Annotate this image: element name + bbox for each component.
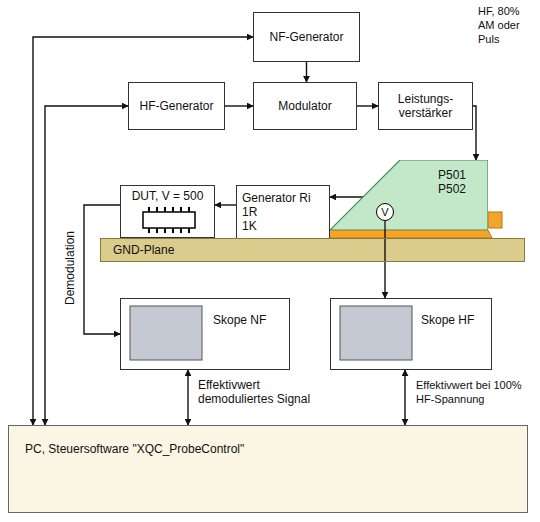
connector-arrow xyxy=(84,205,120,334)
connector-arrow xyxy=(330,196,363,197)
pc-box: PC, Steuersoftware "XQC_ProbeControl" xyxy=(8,425,528,513)
box-text: Modulator xyxy=(278,99,331,113)
connector-arrow xyxy=(384,230,385,298)
pin-stroke xyxy=(164,207,166,212)
ground-plane: GND-Plane xyxy=(100,238,525,262)
connector-arrow xyxy=(306,62,307,82)
box-text: Generator Ri xyxy=(242,191,311,205)
amplifier-box: Leistungs- verstärker xyxy=(378,82,473,130)
pin-stroke xyxy=(188,228,190,233)
ground-plane-fill xyxy=(100,238,525,262)
connector-arrow xyxy=(187,370,188,425)
probe-connector xyxy=(488,212,502,228)
connector-arrow xyxy=(225,105,253,106)
box-text: GND-Plane xyxy=(113,243,174,257)
pin-stroke xyxy=(172,207,174,212)
probe-shape: P501 P502 xyxy=(330,160,488,230)
connector-arrow xyxy=(215,204,236,205)
generator-box: NF-Generator xyxy=(253,12,360,62)
probe-body xyxy=(330,160,488,230)
box-text: DUT, V = 500 xyxy=(132,189,204,203)
pin-stroke xyxy=(180,207,182,212)
box-text: 1R 1K xyxy=(242,205,264,233)
meter-lead xyxy=(384,221,385,230)
box-text: HF-Generator xyxy=(139,99,213,113)
probe-base-strip xyxy=(322,230,492,238)
box-text: Skope NF xyxy=(213,313,266,327)
pin-stroke xyxy=(148,228,150,233)
modulator-box: Modulator xyxy=(253,82,357,130)
connector-arrow xyxy=(357,105,378,106)
connector-arrow xyxy=(404,370,405,425)
box-text: Leistungs- verstärker xyxy=(391,92,461,120)
scope-screen xyxy=(130,306,202,360)
pin-stroke xyxy=(164,228,166,233)
generator-resistance-box: Generator Ri1R 1K xyxy=(236,185,330,239)
box-text: P501 P502 xyxy=(438,168,474,196)
edge-label: Effektivwert bei 100% HF-Spannung xyxy=(416,378,536,406)
scope-screen xyxy=(340,306,412,360)
scope-box: Skope NF xyxy=(120,298,290,370)
pin-stroke xyxy=(180,228,182,233)
pin-stroke xyxy=(172,228,174,233)
generator-box: HF-Generator xyxy=(128,82,225,130)
edge-label: Effektivwert demoduliertes Signal xyxy=(198,378,326,406)
chip-body xyxy=(143,212,195,228)
box-text: Skope HF xyxy=(421,313,474,327)
connector-arrow xyxy=(473,106,476,160)
pin-stroke xyxy=(148,207,150,212)
pin-stroke xyxy=(156,207,158,212)
scope-box: Skope HF xyxy=(330,298,492,370)
connector-arrow xyxy=(45,106,128,425)
edge-label: HF, 80% AM oder Puls xyxy=(478,4,536,46)
pin-stroke xyxy=(188,207,190,212)
connector-arrow xyxy=(33,37,253,425)
edge-label: Demodulation xyxy=(63,231,77,305)
box-text: NF-Generator xyxy=(269,30,343,44)
dut-box: DUT, V = 500 xyxy=(120,185,215,238)
box-text: PC, Steuersoftware "XQC_ProbeControl" xyxy=(25,442,244,456)
pin-stroke xyxy=(156,228,158,233)
meter-symbol: V xyxy=(376,203,394,221)
chip-pins xyxy=(149,207,189,233)
